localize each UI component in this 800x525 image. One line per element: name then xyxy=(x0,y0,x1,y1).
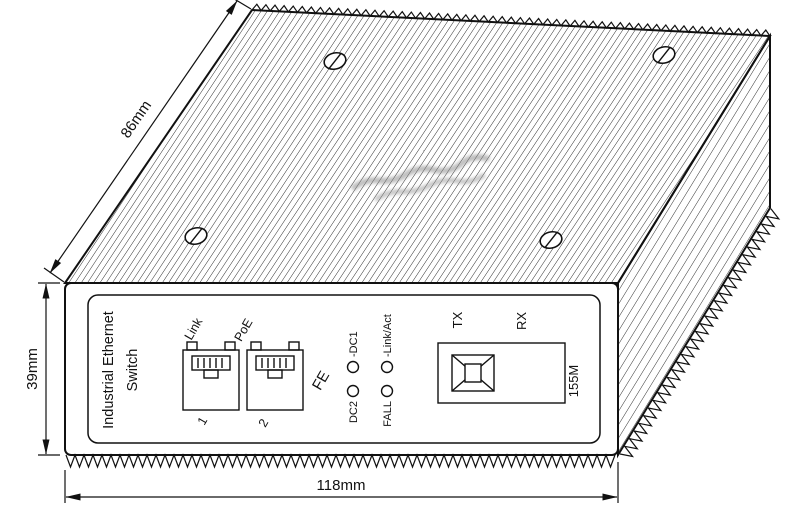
screw-top-left xyxy=(323,51,347,71)
dim-height-label: 39mm xyxy=(24,348,41,390)
screw-bottom-right xyxy=(539,230,563,250)
dimension-line xyxy=(49,0,238,274)
extension-line xyxy=(43,267,65,283)
rj45-port-2 xyxy=(246,341,304,411)
led-dc2 xyxy=(346,384,360,398)
led-dc2-label: DC2 xyxy=(348,401,360,423)
brand-line1: Industrial Ethernet xyxy=(101,311,117,429)
fiber-port xyxy=(437,342,566,404)
bottom-fins-right xyxy=(619,208,781,458)
panel-plate xyxy=(87,294,601,444)
led-link-act xyxy=(380,360,394,374)
dim-depth-label: 86mm xyxy=(117,97,155,141)
dim-width-label: 118mm xyxy=(317,477,366,494)
brand-line2: Switch xyxy=(125,349,141,392)
bottom-fins-front xyxy=(65,453,616,469)
dimension-width: 118mm xyxy=(64,462,619,503)
extension-line xyxy=(234,0,252,10)
watermark-smudge xyxy=(350,154,491,202)
front-panel: Industrial Ethernet Switch xyxy=(87,294,601,444)
led-dc1 xyxy=(346,360,360,374)
fiber-connector xyxy=(451,354,495,392)
rj45-port-1 xyxy=(182,341,240,411)
speed-label: 155M xyxy=(566,365,581,398)
screw-top-right xyxy=(652,45,676,65)
led-link-act-label: -Link/Act xyxy=(382,314,394,357)
top-fins-back-edge xyxy=(251,3,771,37)
tx-label: TX xyxy=(450,311,465,328)
led-fall xyxy=(380,384,394,398)
led-dc1-label: -DC1 xyxy=(348,331,360,357)
rx-label: RX xyxy=(514,312,529,330)
led-fall-label: FALL xyxy=(382,401,394,427)
dimension-height: 39mm xyxy=(24,282,60,456)
